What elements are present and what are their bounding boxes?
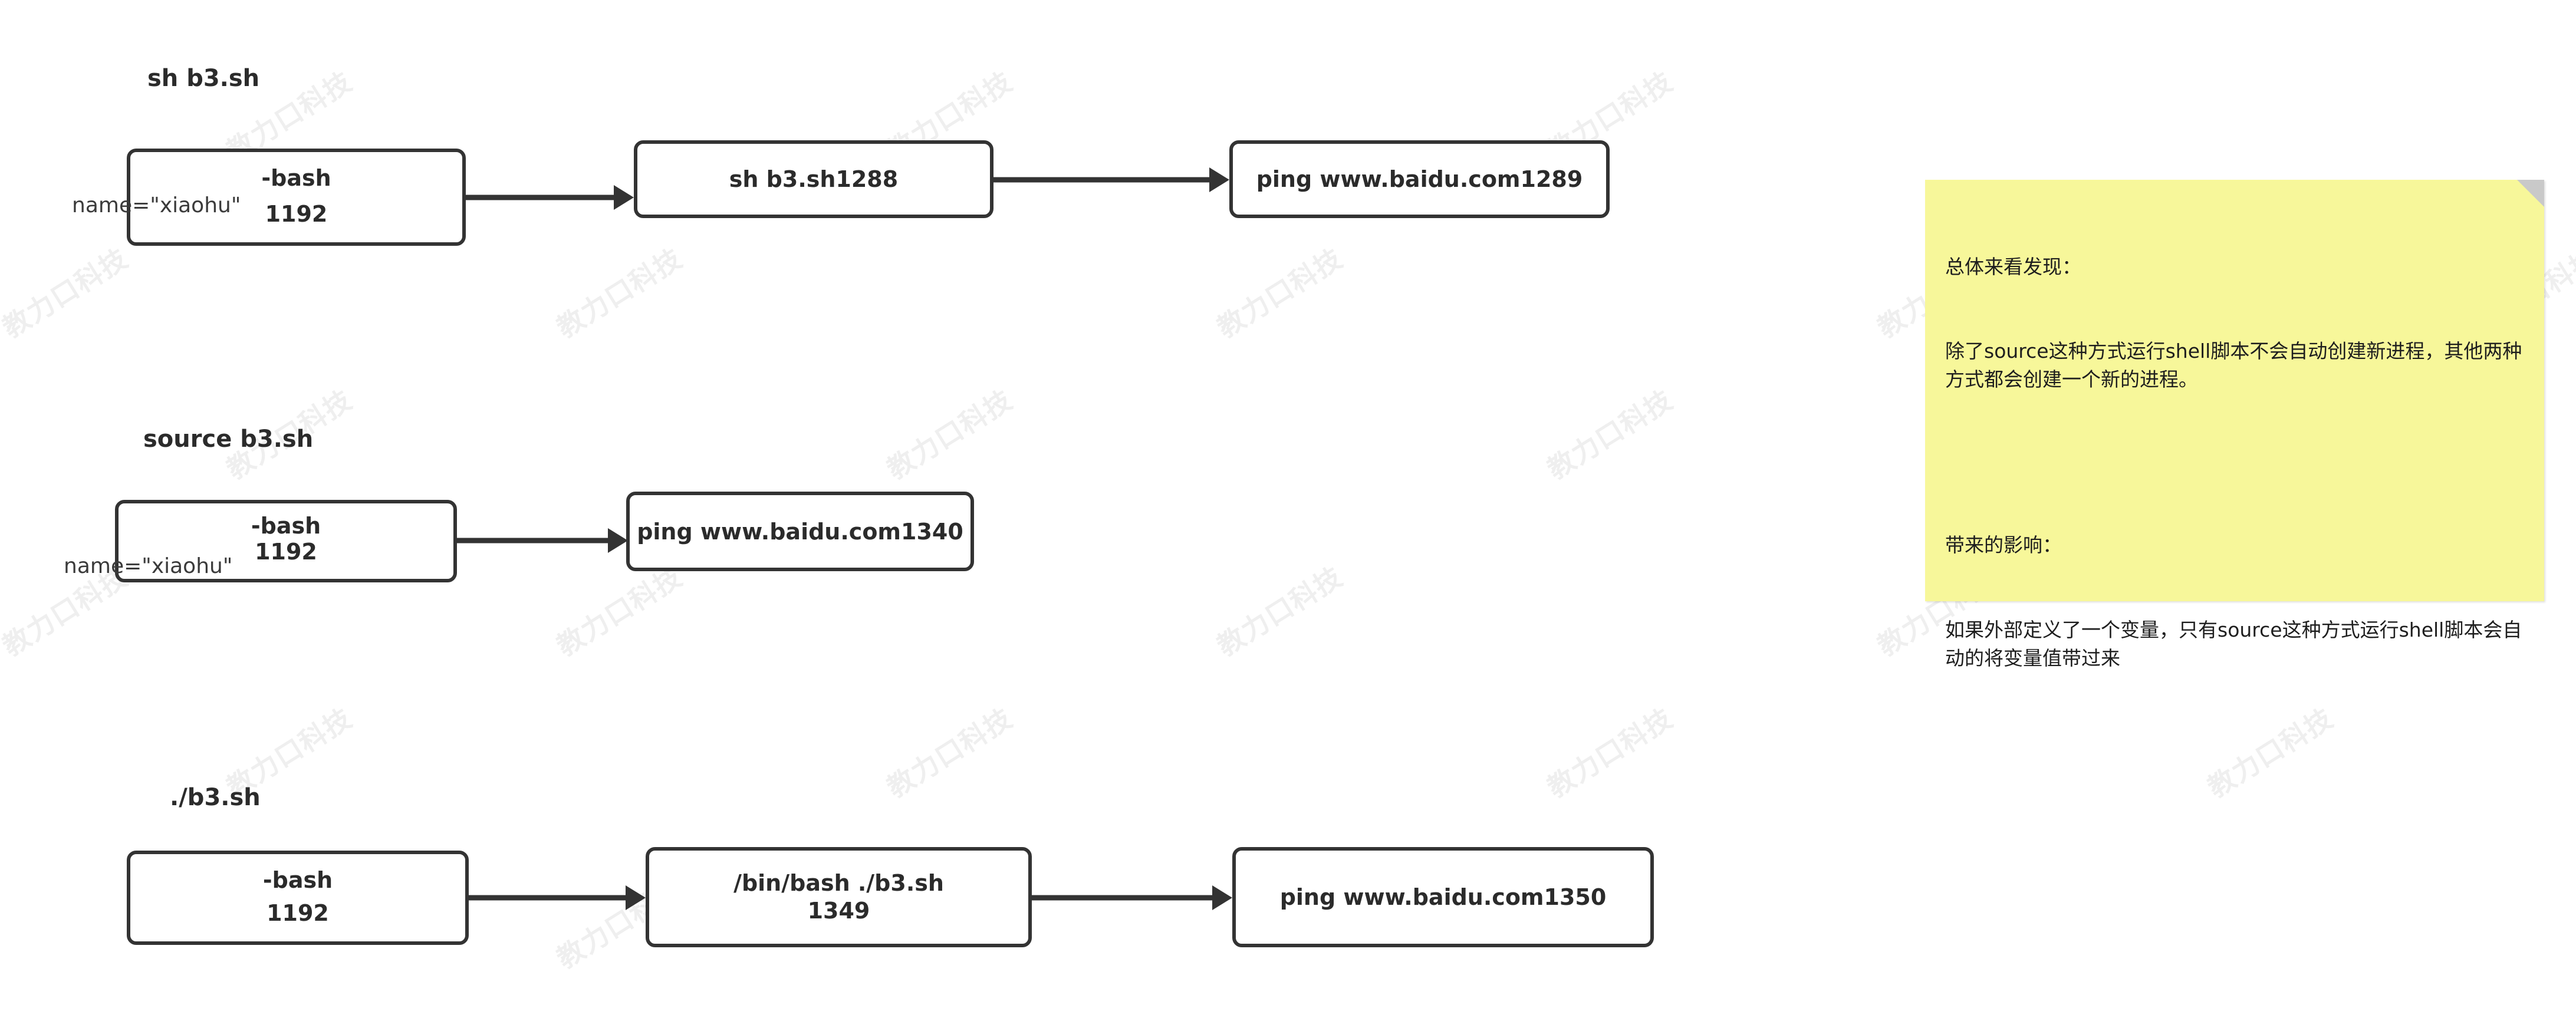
arrow-sh-bash-to-script (466, 177, 634, 218)
arrow-shaft (993, 177, 1210, 183)
note-fold-corner-icon (2517, 180, 2544, 207)
process-node-sh-script[interactable]: sh b3.sh1288 (634, 140, 993, 218)
arrow-shaft (469, 895, 626, 901)
arrow-source-bash-to-ping (457, 520, 628, 561)
process-node-source-bash[interactable]: -bash 1192 (115, 500, 457, 582)
note-paragraph2-body: 如果外部定义了一个变量，只有source这种方式运行shell脚本会自动的将变量… (1945, 618, 2522, 670)
group-label-sh: sh b3.sh (147, 65, 260, 92)
node-line-pid: 1192 (265, 201, 328, 227)
node-line-command: /bin/bash ./b3.sh (733, 869, 944, 896)
note-body: 总体来看发现： 除了source这种方式运行shell脚本不会自动创建新进程，其… (1925, 180, 2544, 745)
note-paragraph1-title: 总体来看发现： (1945, 255, 2081, 278)
arrow-dot-script-to-ping (1032, 877, 1232, 918)
arrow-shaft (466, 195, 614, 200)
node-line-command: ping www.baidu.com1289 (1256, 166, 1583, 192)
node-line-command: ping www.baidu.com1340 (637, 518, 963, 545)
process-node-sh-ping[interactable]: ping www.baidu.com1289 (1229, 140, 1610, 218)
node-line-command: ping www.baidu.com1350 (1279, 884, 1607, 910)
process-node-sh-bash[interactable]: -bash 1192 (127, 149, 466, 246)
node-line-pid: 1192 (267, 900, 329, 926)
variable-annotation-sh: name="xiaohu" (72, 193, 241, 218)
node-line-command: -bash (262, 867, 333, 893)
group-label-dotslash: ./b3.sh (170, 784, 261, 811)
arrow-head (1212, 885, 1232, 910)
arrow-dot-bash-to-script (469, 877, 646, 918)
note-paragraph2-title: 带来的影响： (1945, 533, 2062, 557)
process-node-dot-bash[interactable]: -bash 1192 (127, 851, 469, 945)
arrow-head (626, 885, 646, 910)
note-paragraph1-body: 除了source这种方式运行shell脚本不会自动创建新进程，其他两种方式都会创… (1945, 340, 2522, 391)
node-line-command: -bash (251, 513, 321, 539)
process-node-source-ping[interactable]: ping www.baidu.com1340 (626, 492, 974, 571)
arrow-head (614, 185, 634, 210)
arrow-sh-script-to-ping (993, 159, 1229, 200)
node-line-command: sh b3.sh1288 (729, 166, 899, 192)
node-line-command: -bash (261, 165, 331, 191)
process-node-dot-ping[interactable]: ping www.baidu.com1350 (1232, 847, 1654, 947)
node-line-pid: 1192 (255, 539, 317, 565)
note-paragraph-spacer (1945, 450, 2524, 475)
arrow-head (1209, 167, 1229, 192)
sticky-note[interactable]: 总体来看发现： 除了source这种方式运行shell脚本不会自动创建新进程，其… (1925, 180, 2544, 670)
arrow-shaft (1032, 895, 1213, 901)
group-label-source: source b3.sh (143, 426, 314, 453)
variable-annotation-source: name="xiaohu" (64, 554, 233, 578)
arrow-head (608, 528, 628, 553)
node-line-pid: 1349 (807, 898, 870, 924)
arrow-shaft (457, 538, 608, 543)
process-node-dot-script[interactable]: /bin/bash ./b3.sh 1349 (646, 847, 1032, 947)
